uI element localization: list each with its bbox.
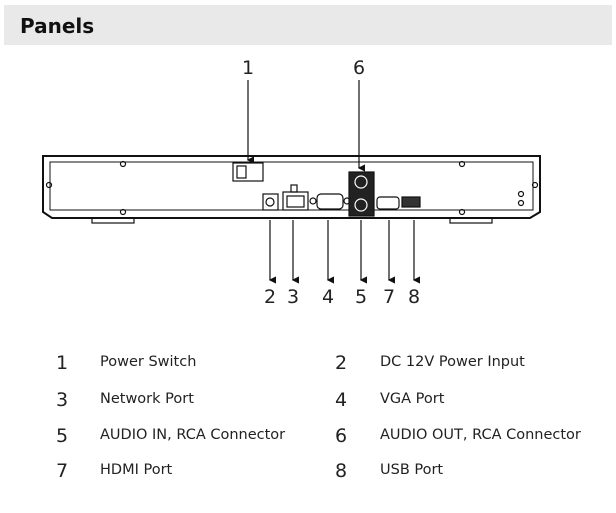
section-title: Panels [20,14,95,38]
vga-port [316,193,344,210]
legend-label: AUDIO IN, RCA Connector [100,427,286,443]
legend-label: VGA Port [380,391,445,407]
callout-7: 7 [382,286,396,308]
hdmi-port [376,196,400,210]
callout-1: 1 [241,57,255,79]
callout-5: 5 [354,286,368,308]
legend-num: 5 [56,425,69,447]
legend-num: 7 [56,460,69,482]
legend-num: 1 [56,352,69,374]
audio-panel [348,171,375,217]
callout-2: 2 [263,286,277,308]
device-body [42,155,541,219]
dc-input [262,193,279,211]
legend-label: USB Port [380,462,444,478]
legend-label: Power Switch [100,354,197,370]
section-header: Panels [4,5,612,45]
callout-4: 4 [321,286,335,308]
legend-label: DC 12V Power Input [380,354,525,370]
legend-num: 4 [335,389,348,411]
legend-label: Network Port [100,391,194,407]
legend-num: 2 [335,352,348,374]
callout-3: 3 [286,286,300,308]
callout-6: 6 [352,57,366,79]
legend-label: AUDIO OUT, RCA Connector [380,427,581,443]
legend-num: 6 [335,425,348,447]
legend-num: 8 [335,460,348,482]
callout-8: 8 [407,286,421,308]
legend-label: HDMI Port [100,462,173,478]
legend-num: 3 [56,389,69,411]
usb-port [401,196,421,208]
